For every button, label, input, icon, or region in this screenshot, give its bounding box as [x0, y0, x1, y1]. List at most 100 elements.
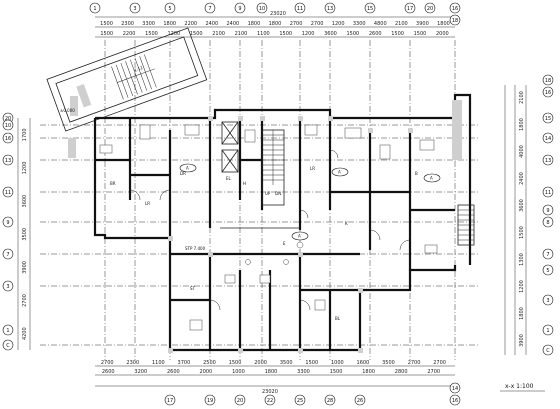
- axis-bubble-bottom-circle: [449, 394, 461, 406]
- top-dimension-value: 2400: [205, 21, 218, 27]
- right-dimension-value: 3600: [519, 199, 525, 212]
- bottom-dimension-value: 3200: [134, 369, 147, 375]
- top-dimension-value: 1800: [163, 21, 176, 27]
- axis-bubble-top-circle: [89, 2, 101, 14]
- axis-bubble-top-circle: [256, 2, 268, 14]
- axis-bubble-top-circle: [324, 2, 336, 14]
- top-dimension-value: 2100: [395, 21, 408, 27]
- axis-bubble-left-circle: [2, 119, 14, 131]
- top-dimension-value: 2200: [184, 21, 197, 27]
- bottom-dimension-value-2: 3500: [280, 360, 293, 366]
- room-label-balcony: BL: [335, 316, 341, 321]
- bottom-dimension-value-2: 2700: [408, 360, 421, 366]
- tag-label: A: [338, 170, 341, 175]
- fixtures: [99, 124, 438, 331]
- top-dimension-value: 3300: [142, 21, 155, 27]
- tag-label: A: [186, 166, 189, 171]
- axis-bubble-right: 8: [546, 220, 549, 226]
- bottom-dimension-value-2: 3700: [178, 360, 191, 366]
- axis-bubble-left-circle: [2, 339, 14, 351]
- door-swings: [129, 149, 411, 311]
- axis-bubble-bottom-circle: [164, 394, 176, 406]
- axis-bubble-right-circle: [542, 112, 554, 124]
- axis-bubble-top: 17: [407, 6, 413, 12]
- axis-bubble-right-circle: [542, 324, 554, 336]
- axis-bubble-top-circle: [234, 2, 246, 14]
- axis-bubble-bottom: 26: [357, 398, 363, 404]
- top-dimension-value-2: 1500: [391, 31, 404, 37]
- axis-bubble-right-circle: [542, 204, 554, 216]
- top-dimension-value-2: 2200: [123, 31, 136, 37]
- axis-bubble-left: 9: [6, 220, 9, 226]
- axis-bubble-bottom-circle: [204, 394, 216, 406]
- bottom-dimension-value-2: 2700: [433, 360, 446, 366]
- axis-bubble-top: 11: [297, 6, 303, 12]
- bottom-dimension-value-2: 1000: [331, 360, 344, 366]
- top-dimension-value: 1800: [248, 21, 261, 27]
- axis-bubble-left: 13: [5, 158, 11, 164]
- room-labels: BR LR DR H LR K B ST BL E STP 7.400 ±0.0…: [60, 108, 418, 321]
- axis-bubble-left: C: [6, 343, 10, 349]
- bottom-dimension-value: 1500: [330, 369, 343, 375]
- axis-bubble-top-circle: [449, 14, 461, 26]
- left-dimension-value: 1200: [22, 162, 28, 175]
- top-dimension-value-2: 2100: [212, 31, 225, 37]
- axis-bubble-top-circle: [164, 2, 176, 14]
- axis-bubble-right: 15: [545, 116, 551, 122]
- left-dimension-value: 3500: [22, 228, 28, 241]
- axis-bubble-bottom: 17: [167, 398, 173, 404]
- stair-up-label: UP: [265, 191, 271, 196]
- bottom-dimension-value: 2600: [102, 369, 115, 375]
- axis-bubble-right: 16: [545, 90, 551, 96]
- bottom-dimension-value: 2600: [167, 369, 180, 375]
- tag-label: A: [298, 234, 301, 239]
- top-dimension-value: 2400: [227, 21, 240, 27]
- tag-label: A: [430, 176, 433, 181]
- axis-bubble-bottom-circle: [354, 394, 366, 406]
- axis-bubble-right-circle: [542, 74, 554, 86]
- axis-bubble-top: 13: [327, 6, 333, 12]
- axis-bubble-right: C: [546, 348, 550, 354]
- bottom-dimension-value: 3300: [297, 369, 310, 375]
- axis-bubble-bottom: 16: [452, 398, 458, 404]
- axis-bubble-left-circle: [2, 324, 14, 336]
- axis-bubble-right-circle: [542, 248, 554, 260]
- axis-bubble-bottom-circle: [294, 394, 306, 406]
- axis-bubble-top: 3: [133, 6, 136, 12]
- top-dimension-value-2: 1500: [414, 31, 427, 37]
- axis-bubble-bottom: 19: [207, 398, 213, 404]
- top-dimension-value-2: 2600: [369, 31, 382, 37]
- right-dimension-value: 2100: [519, 91, 525, 104]
- bottom-dimension-value-2: 1500: [305, 360, 318, 366]
- right-dimension-value: 1800: [519, 307, 525, 320]
- right-dimension-value: 3900: [519, 334, 525, 347]
- top-dimension-value-2: 1500: [346, 31, 359, 37]
- axis-bubble-right: 5: [546, 268, 549, 274]
- section-tags: A A A A: [179, 163, 441, 241]
- axis-bubble-top-circle: [204, 2, 216, 14]
- axis-bubble-top: 16: [452, 6, 458, 12]
- side-stair: [457, 204, 475, 246]
- axis-bubble-bottom: 25: [297, 398, 303, 404]
- bottom-dimension-value-2: 2000: [254, 360, 267, 366]
- axis-bubble-top-circle: [404, 2, 416, 14]
- axis-bubble-bottom: 14: [452, 386, 458, 392]
- axis-bubble-left: 1: [6, 328, 9, 334]
- axis-bubble-right: 13: [545, 158, 551, 164]
- axis-bubble-right: 7: [546, 252, 549, 258]
- structural-columns: [168, 100, 462, 353]
- axis-bubble-right: 3: [546, 298, 549, 304]
- room-label-bedroom: BR: [110, 181, 116, 186]
- top-dimension-value: 1500: [100, 21, 113, 27]
- wing-ramp-label: 1:12: [133, 65, 144, 73]
- top-dimension-value-2: 1200: [167, 31, 180, 37]
- axis-bubble-bottom: 20: [237, 398, 243, 404]
- room-label-living-2: LR: [310, 166, 315, 171]
